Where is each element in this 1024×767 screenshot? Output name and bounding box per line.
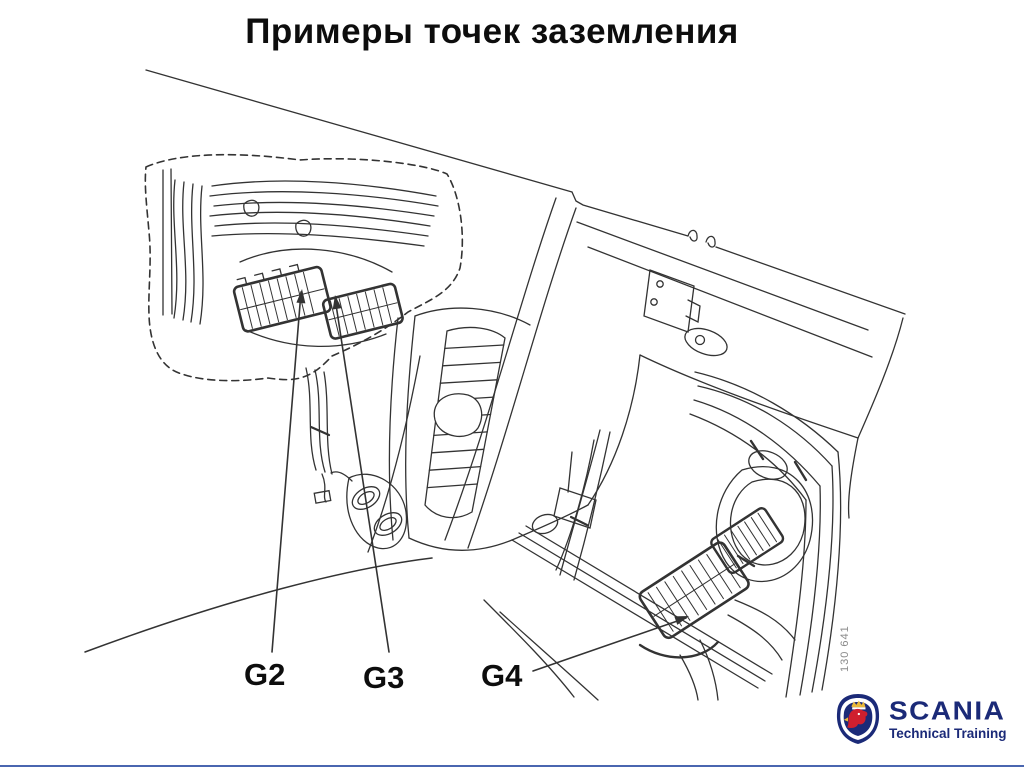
- ground-label-g3: G3: [363, 660, 405, 695]
- center-pillar-and-vent: [84, 197, 577, 653]
- scania-logo: SCANIA Technical Training: [833, 690, 1007, 748]
- ground-label-g4: G4: [481, 658, 523, 693]
- connector-g3: [321, 282, 404, 340]
- door-latch-detail: [330, 471, 408, 550]
- slide-title: Примеры точек заземления: [245, 12, 739, 51]
- glovebox-compartment: [483, 269, 859, 701]
- scania-griffin-badge: [836, 694, 880, 744]
- griffin-head: [847, 708, 868, 728]
- logo-subtitle: Technical Training: [889, 726, 1007, 742]
- figure-code: 130 641: [839, 625, 851, 672]
- ground-label-g2: G2: [244, 657, 286, 692]
- scania-wordmark: SCANIA: [889, 696, 1006, 726]
- connector-g4: [638, 507, 785, 659]
- air-vent: [424, 326, 506, 519]
- leader-arrow-g3: [332, 295, 390, 653]
- leader-arrow-g4: [532, 616, 689, 672]
- leader-arrows: [271, 289, 689, 672]
- connector-g2: [232, 263, 332, 333]
- wiring-harness-right: [555, 371, 842, 701]
- leader-arrow-g2: [271, 289, 306, 653]
- wiring-harness-left: [162, 168, 439, 504]
- dash-top-edges: [145, 69, 906, 519]
- cab-dashed-outline: [144, 153, 464, 382]
- griffin-crown: [851, 700, 866, 708]
- footer-rule: [0, 765, 1024, 767]
